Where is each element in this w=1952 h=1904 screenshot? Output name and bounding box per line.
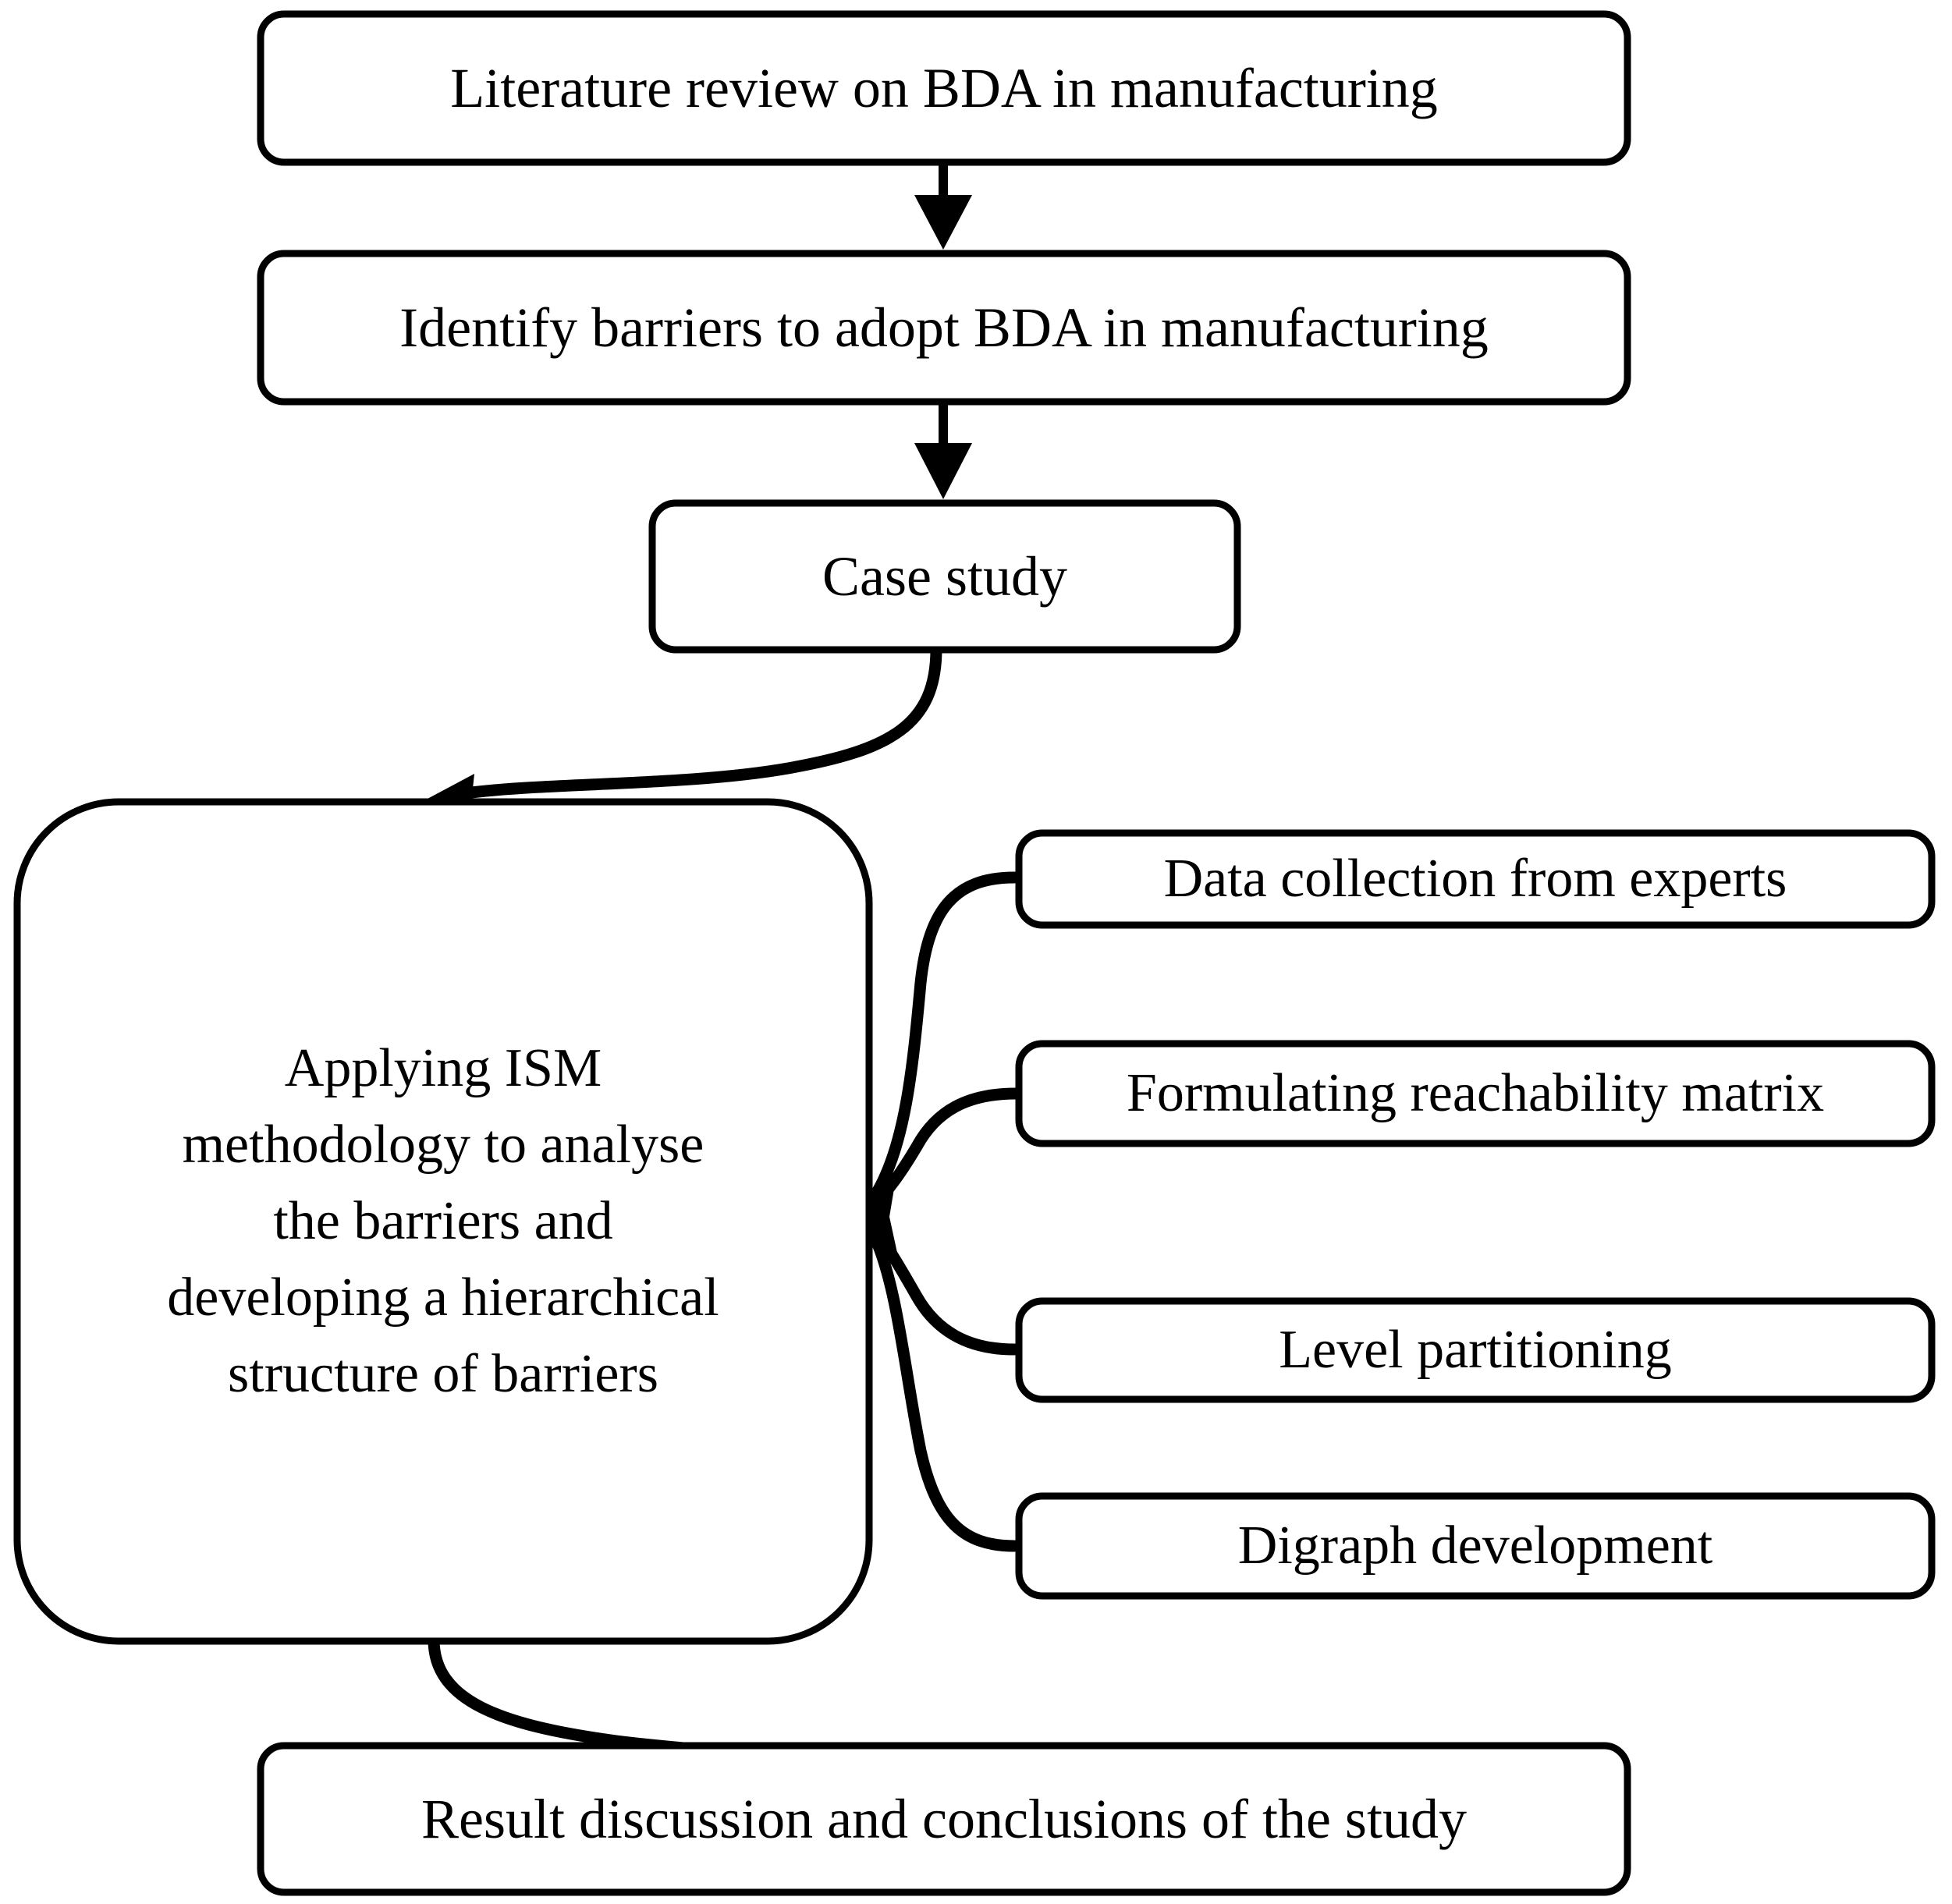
edge-digraph-to-ism	[869, 1232, 1020, 1552]
edge-levelpartitioning-to-ism	[868, 1225, 1020, 1356]
node-box-result-discussion[interactable]	[257, 1742, 1631, 1896]
edge-casestudy-to-ism	[428, 643, 942, 818]
node-box-case-study[interactable]	[648, 499, 1241, 654]
node-box-reachability-matrix[interactable]	[1015, 1040, 1936, 1147]
edge-datacollection-to-ism	[869, 871, 1020, 1201]
node-box-data-collection[interactable]	[1015, 829, 1936, 929]
node-box-literature-review[interactable]	[257, 10, 1631, 166]
node-box-identify-barriers[interactable]	[257, 250, 1631, 406]
edge-identify-to-casestudy	[914, 399, 972, 499]
node-box-level-partitioning[interactable]	[1015, 1297, 1936, 1403]
node-box-applying-ism[interactable]	[13, 798, 873, 1645]
node-shape-layer	[13, 10, 1936, 1896]
edge-literature-to-identify	[914, 160, 972, 250]
node-box-digraph-development[interactable]	[1015, 1492, 1936, 1600]
